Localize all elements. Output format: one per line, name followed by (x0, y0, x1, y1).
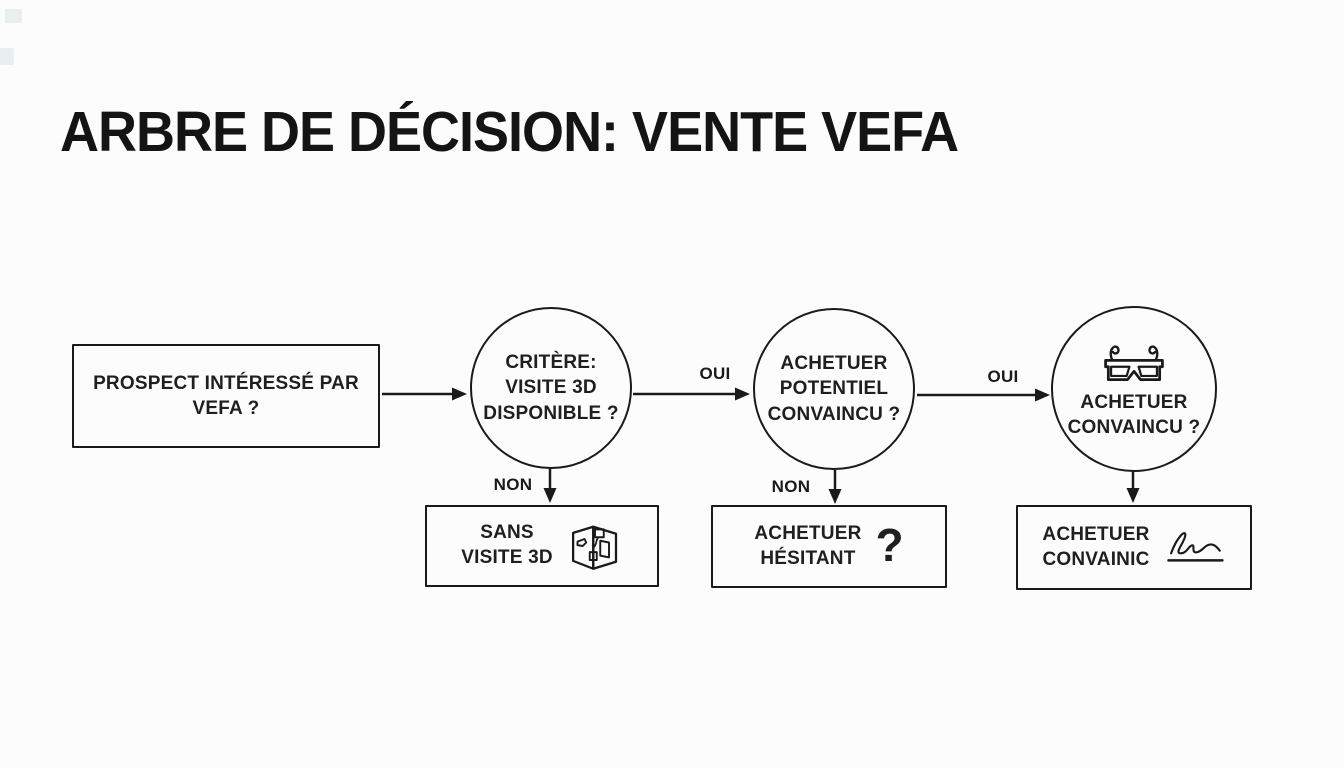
node-prospect-interesse: PROSPECT INTÉRESSÉ PAR VEFA ? (72, 344, 380, 448)
node-label-line: HÉSITANT (760, 547, 856, 569)
node-acheteur-convaincu: ACHETUER CONVAINCU ? (1051, 306, 1217, 472)
node-label: ACHETUER CONVAINIC (1042, 523, 1149, 572)
node-label-line: VEFA ? (192, 398, 260, 419)
question-mark-icon: ? (875, 518, 904, 571)
signature-icon (1164, 526, 1226, 570)
node-label-line: CONVAINCU ? (1067, 417, 1201, 438)
node-label: SANS VISITE 3D (461, 521, 553, 570)
node-label: ACHETUER POTENTIEL CONVAINCU ? (768, 351, 901, 426)
node-label-line: ACHETUER (754, 522, 862, 544)
node-acheteur-potentiel-convaincu: ACHETUER POTENTIEL CONVAINCU ? (753, 308, 915, 470)
node-label: ACHETUER HÉSITANT (754, 522, 861, 571)
edge-label-oui-2: OUI (987, 367, 1019, 386)
node-acheteur-convainic: ACHETUER CONVAINIC (1016, 505, 1252, 590)
arrowhead (1126, 488, 1140, 503)
node-sans-visite-3d: SANS VISITE 3D (425, 505, 659, 587)
page-title: ARBRE DE DÉCISION: VENTE VEFA (60, 101, 959, 164)
arrowhead (735, 387, 750, 401)
edge-label-non-2: NON (771, 477, 811, 496)
node-acheteur-hesitant: ACHETUER HÉSITANT ? (711, 505, 947, 588)
node-label-line: VISITE 3D (505, 377, 597, 399)
edge-label-oui-1: OUI (699, 364, 731, 383)
corner-artifact (0, 48, 14, 65)
node-label: ACHETUER CONVAINCU ? (1068, 390, 1201, 440)
node-label-line: CONVAINIC (1042, 548, 1150, 570)
node-label-line: PROSPECT INTÉRESSÉ PAR (93, 372, 359, 394)
node-label-line: POTENTIEL (779, 378, 889, 400)
edge-label-non-1: NON (493, 475, 533, 494)
node-label-line: CRITÈRE: (505, 352, 597, 374)
arrowhead (543, 488, 557, 503)
3d-glasses-icon (1098, 342, 1170, 386)
node-label-line: ACHETUER (1042, 523, 1150, 545)
node-label-line: ACHETUER (780, 353, 888, 375)
arrowhead (452, 387, 467, 401)
floor-plan-icon (567, 518, 623, 574)
node-label-line: CONVAINCU ? (767, 403, 901, 425)
node-label: PROSPECT INTÉRESSÉ PAR VEFA ? (93, 371, 359, 421)
arrowhead (1035, 388, 1050, 402)
node-label: CRITÈRE: VISITE 3D DISPONIBLE ? (483, 350, 618, 425)
arrowhead (828, 489, 842, 504)
node-label-line: VISITE 3D (461, 547, 553, 568)
node-label-line: DISPONIBLE ? (483, 402, 619, 424)
node-label-line: SANS (480, 522, 534, 544)
node-critere-visite-3d: CRITÈRE: VISITE 3D DISPONIBLE ? (470, 307, 632, 469)
node-label-line: ACHETUER (1080, 391, 1188, 413)
corner-artifact (5, 9, 22, 23)
